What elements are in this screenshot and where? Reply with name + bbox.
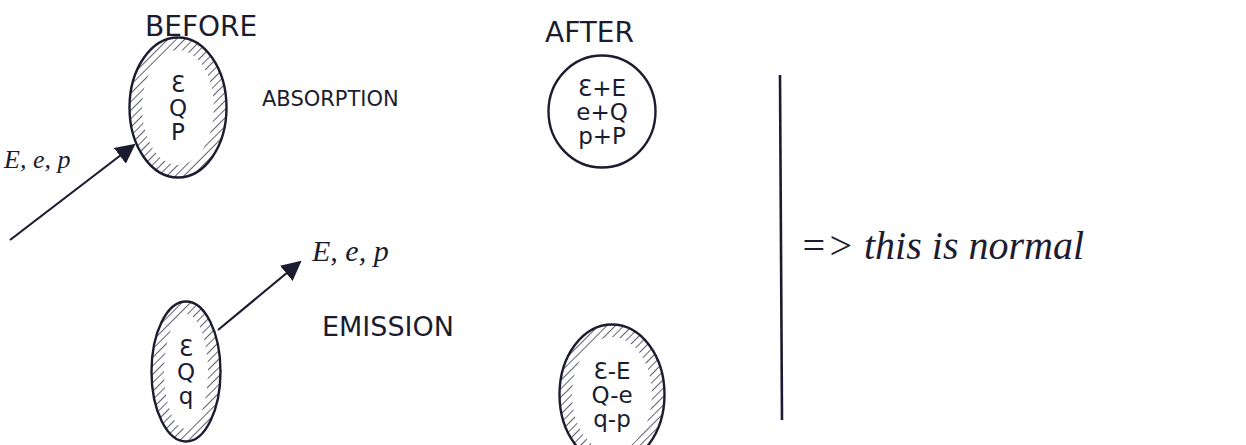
quantity-text: q bbox=[179, 384, 194, 408]
particle-label: E, e, p bbox=[4, 146, 70, 175]
hatched-ring bbox=[130, 38, 227, 178]
quantity-text: P bbox=[171, 120, 185, 144]
clear-core bbox=[142, 50, 214, 165]
quantity-text: Q bbox=[177, 360, 195, 384]
clear-core bbox=[164, 314, 208, 429]
quantity-text: p+P bbox=[578, 124, 626, 148]
body-quantities: Ɛ+Ee+Qp+P bbox=[576, 76, 628, 148]
clear-core bbox=[572, 337, 652, 445]
heading-label: BEFORE bbox=[145, 12, 257, 43]
body-quantities: Ɛ-EQ-eq-p bbox=[591, 359, 632, 431]
quantity-text: Ɛ-E bbox=[594, 359, 631, 383]
process-label: EMISSION bbox=[322, 312, 454, 342]
heading-label: AFTER bbox=[545, 18, 634, 49]
outgoing-arrow bbox=[218, 262, 300, 330]
hatched-body: ƐQP bbox=[128, 36, 228, 179]
hatched-ring bbox=[560, 325, 665, 445]
quantity-text: e+Q bbox=[576, 100, 628, 124]
divider-line bbox=[780, 75, 782, 420]
quantity-text: Q bbox=[169, 96, 187, 120]
quantity-text: Ɛ bbox=[179, 336, 193, 360]
quantity-text: q-p bbox=[593, 407, 631, 431]
process-label: ABSORPTION bbox=[262, 88, 399, 111]
hatched-body: ƐQq bbox=[150, 300, 222, 443]
body-outline: Ɛ+Ee+Qp+P bbox=[547, 54, 657, 169]
quantity-text: Q-e bbox=[591, 383, 632, 407]
hatched-ring bbox=[152, 302, 221, 442]
quantity-text: Ɛ+E bbox=[578, 76, 626, 100]
body-outline-shape bbox=[549, 56, 656, 168]
quantity-text: Ɛ bbox=[171, 72, 185, 96]
body-quantities: ƐQq bbox=[177, 336, 195, 408]
conclusion-note: => this is normal bbox=[800, 224, 1084, 268]
particle-label: E, e, p bbox=[312, 234, 389, 267]
hatched-body: Ɛ-EQ-eq-p bbox=[558, 323, 666, 445]
body-quantities: ƐQP bbox=[169, 72, 187, 144]
